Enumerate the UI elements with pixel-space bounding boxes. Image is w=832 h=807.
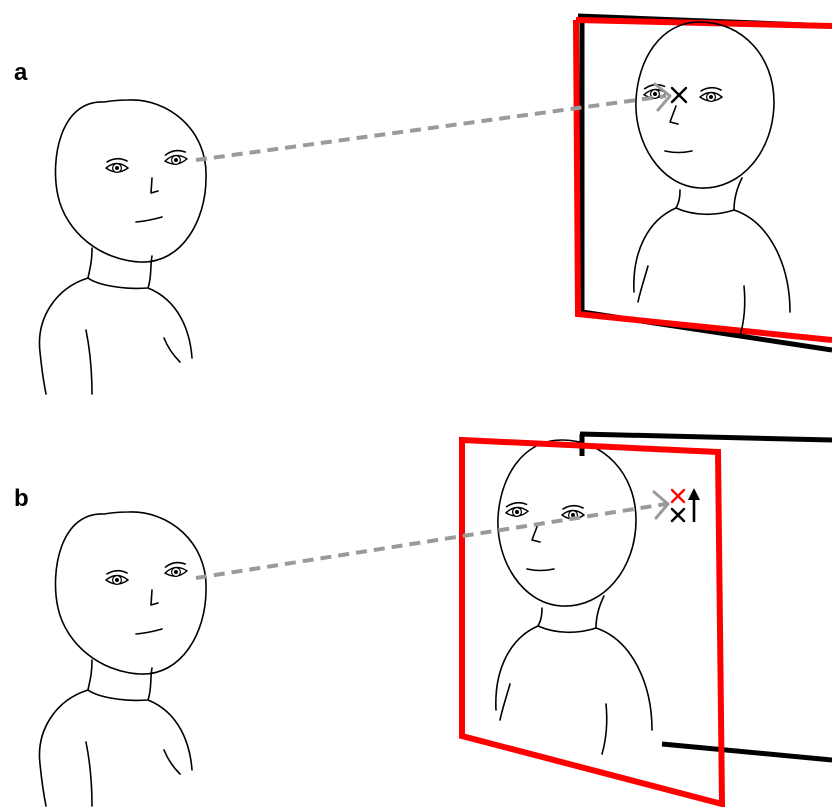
up-arrow-icon [688, 488, 700, 522]
panel-b: b [14, 434, 832, 806]
mirror-back-a [578, 16, 832, 350]
panel-label-a: a [14, 59, 28, 86]
reflection-person-a [634, 22, 790, 336]
panel-a: a [14, 16, 832, 394]
gaze-line-a [196, 96, 666, 160]
mirror-frame-a [576, 20, 832, 340]
observer-person-b [39, 512, 206, 806]
reflection-person-b [496, 440, 652, 754]
shifted-target-cross-b [672, 490, 684, 502]
gaze-line-b [196, 504, 666, 578]
observer-person-a [39, 100, 206, 394]
mirror-back-b [580, 434, 832, 760]
panel-label-b: b [14, 485, 29, 512]
target-cross-b [672, 509, 684, 521]
target-cross-a [672, 88, 686, 102]
